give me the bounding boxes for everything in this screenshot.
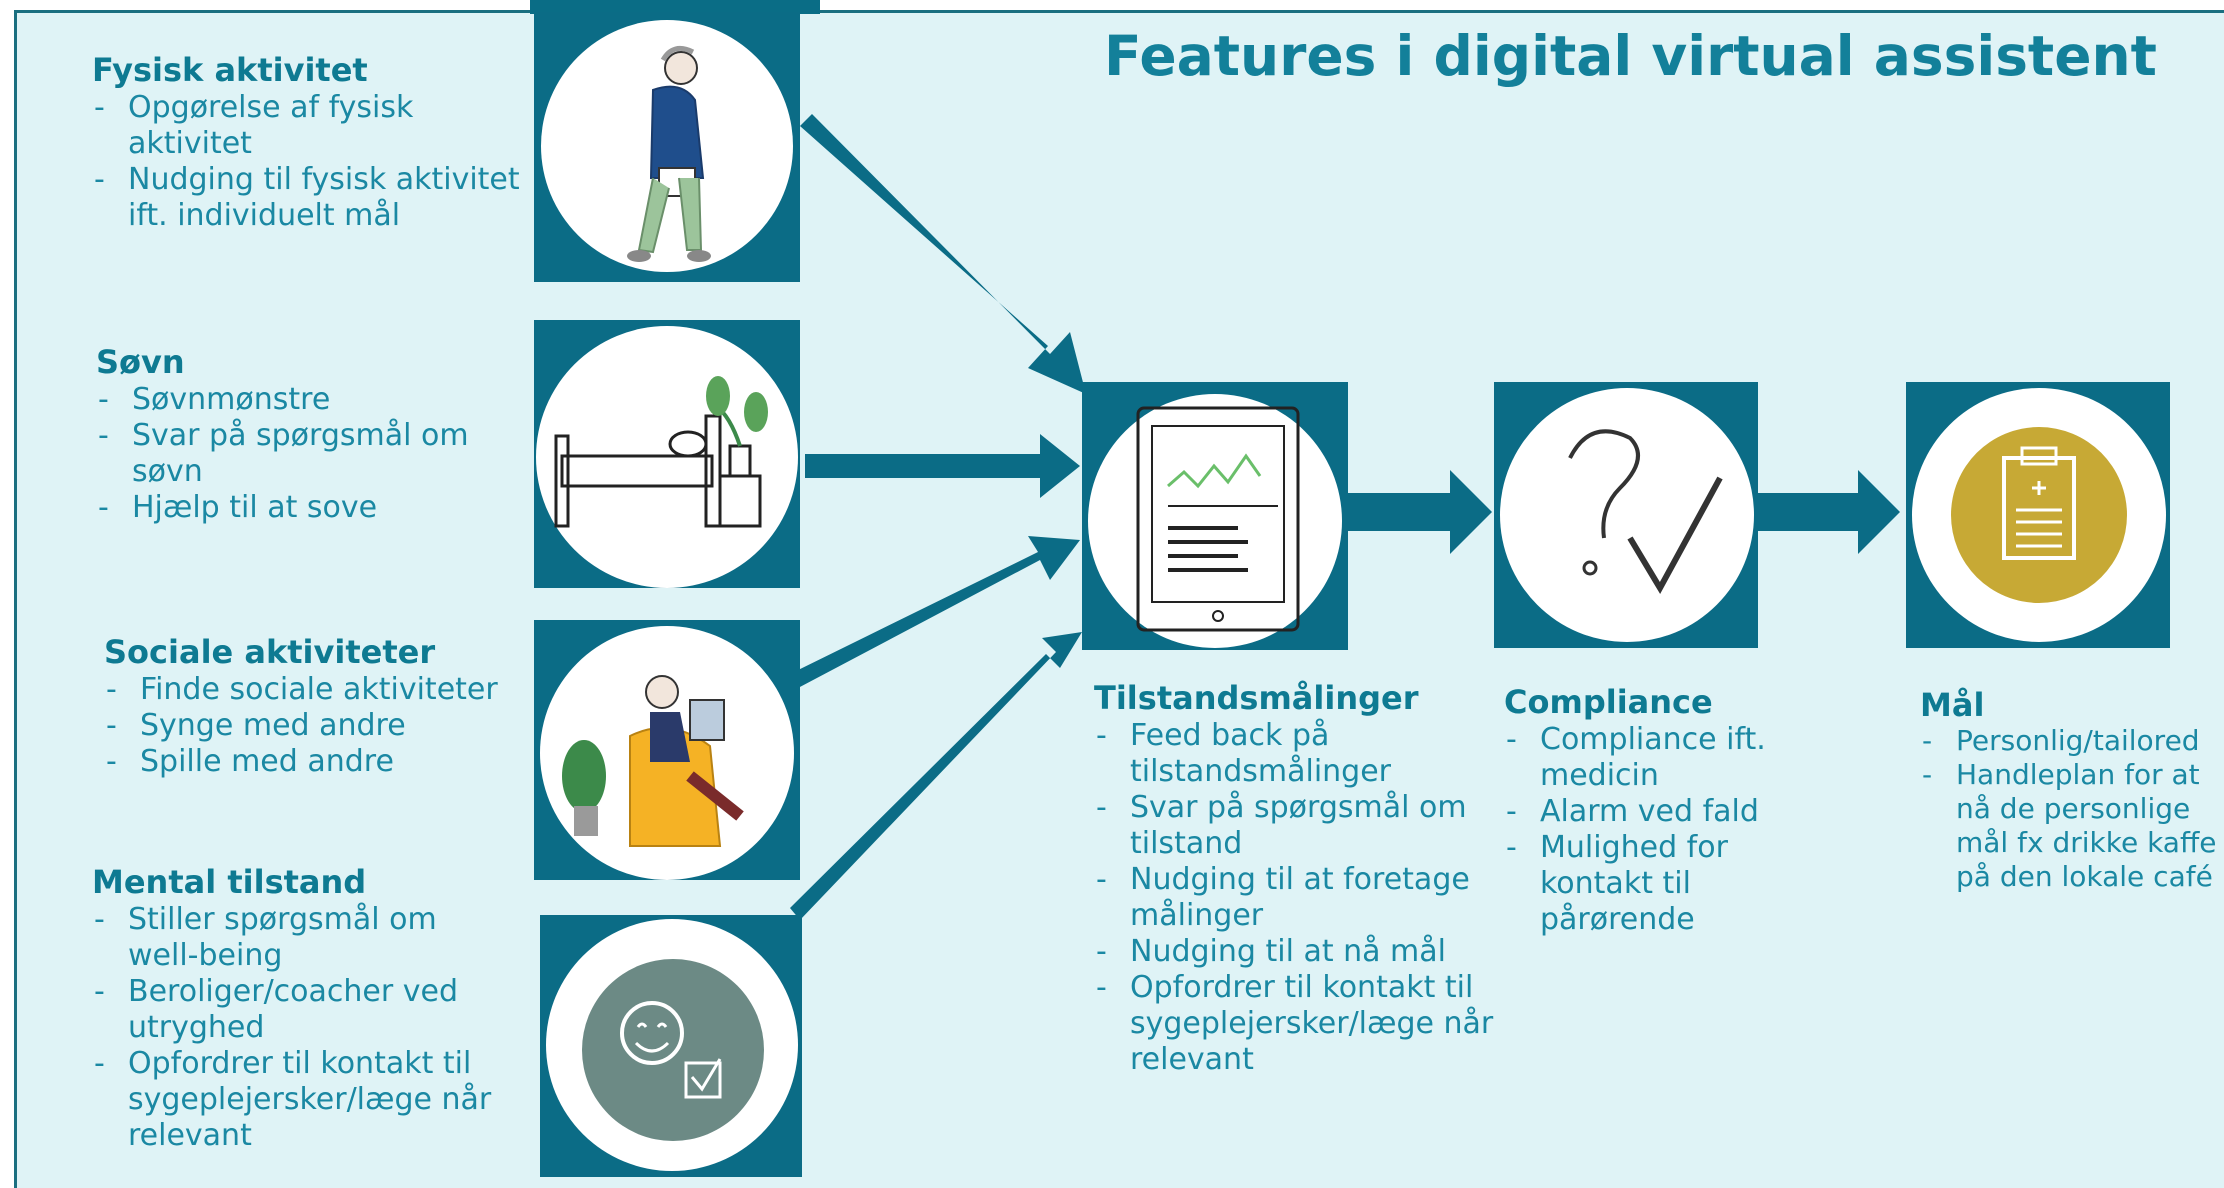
image-box-sociale: [534, 620, 800, 880]
item-tilstand-0: Feed back på tilstandsmålinger: [1094, 718, 1494, 790]
question-check-icon: [1568, 429, 1723, 595]
top-band: [530, 0, 820, 14]
item-mental-1: Beroliger/coacher ved utryghed: [92, 974, 512, 1046]
circle-mental: [546, 919, 798, 1171]
item-mental-2: Opfordrer til kontakt til sygeplejersker…: [92, 1046, 512, 1154]
circle-sovn: [536, 326, 798, 588]
item-tilstand-2: Nudging til at foretage målinger: [1094, 862, 1494, 934]
heading-sovn: Søvn: [96, 343, 185, 381]
item-sovn-0: Søvnmønstre: [96, 382, 506, 418]
image-box-mental: [540, 915, 802, 1177]
mental-inner-circle: [582, 959, 764, 1141]
armchair-person-icon: [562, 675, 744, 847]
heading-fysisk: Fysisk aktivitet: [92, 51, 368, 89]
block-sociale: Sociale aktiviteter Finde sociale aktivi…: [104, 634, 534, 780]
item-fysisk-1: Nudging til fysisk aktivitet ift. indivi…: [92, 162, 532, 234]
item-fysisk-0: Opgørelse af fysisk aktivitet: [92, 90, 532, 162]
item-tilstand-1: Svar på spørgsmål om tilstand: [1094, 790, 1494, 862]
block-maal: Mål Personlig/tailored Handleplan for at…: [1920, 688, 2220, 894]
image-box-fysisk: [534, 12, 800, 282]
arrow-sociale: [790, 536, 1080, 688]
diagram-title: Features i digital virtual assistent: [1104, 24, 2157, 88]
item-tilstand-4: Opfordrer til kontakt til sygeplejersker…: [1094, 970, 1494, 1078]
item-maal-0: Personlig/tailored: [1920, 724, 2220, 758]
item-sociale-2: Spille med andre: [104, 744, 534, 780]
tablet-chart-icon: [1136, 406, 1300, 632]
image-box-tilstand: [1082, 382, 1348, 650]
item-mental-0: Stiller spørgsmål om well-being: [92, 902, 512, 974]
item-sovn-2: Hjælp til at sove: [96, 490, 506, 526]
heading-maal: Mål: [1920, 686, 1985, 724]
circle-sociale: [540, 626, 794, 880]
heading-tilstand: Tilstandsmålinger: [1094, 679, 1419, 717]
item-maal-1: Handleplan for at nå de personlige mål f…: [1920, 758, 2220, 894]
block-compliance: Compliance Compliance ift. medicin Alarm…: [1504, 684, 1774, 938]
heading-sociale: Sociale aktiviteter: [104, 633, 436, 671]
heading-compliance: Compliance: [1504, 683, 1713, 721]
item-sovn-1: Svar på spørgsmål om søvn: [96, 418, 506, 490]
item-compliance-1: Alarm ved fald: [1504, 794, 1774, 830]
item-sociale-0: Finde sociale aktiviteter: [104, 672, 534, 708]
image-box-sovn: [534, 320, 800, 588]
bed-icon: [554, 376, 768, 528]
arrow-mental: [790, 632, 1082, 920]
block-sovn: Søvn Søvnmønstre Svar på spørgsmål om sø…: [96, 344, 506, 526]
block-mental: Mental tilstand Stiller spørgsmål om wel…: [92, 864, 512, 1154]
block-tilstand: Tilstandsmålinger Feed back på tilstands…: [1094, 680, 1494, 1078]
image-box-maal: [1906, 382, 2170, 648]
image-box-compliance: [1494, 382, 1758, 648]
heading-mental: Mental tilstand: [92, 863, 367, 901]
item-sociale-1: Synge med andre: [104, 708, 534, 744]
item-compliance-0: Compliance ift. medicin: [1504, 722, 1774, 794]
item-tilstand-3: Nudging til at nå mål: [1094, 934, 1494, 970]
arrow-fysisk: [800, 114, 1086, 394]
circle-tilstand: [1088, 394, 1342, 648]
item-compliance-2: Mulighed for kontakt til pårørende: [1504, 830, 1774, 938]
clipboard-icon: [1951, 427, 2127, 603]
block-fysisk: Fysisk aktivitet Opgørelse af fysisk akt…: [92, 52, 532, 234]
circle-compliance: [1500, 388, 1754, 642]
arrow-to-maal: [1757, 470, 1900, 554]
smiley-checkbox-icon: [620, 1001, 722, 1099]
circle-maal: [1912, 388, 2166, 642]
arrow-to-compliance: [1340, 470, 1492, 554]
walking-person-icon: [627, 45, 711, 262]
arrow-sovn: [805, 434, 1080, 498]
circle-fysisk: [541, 20, 793, 272]
